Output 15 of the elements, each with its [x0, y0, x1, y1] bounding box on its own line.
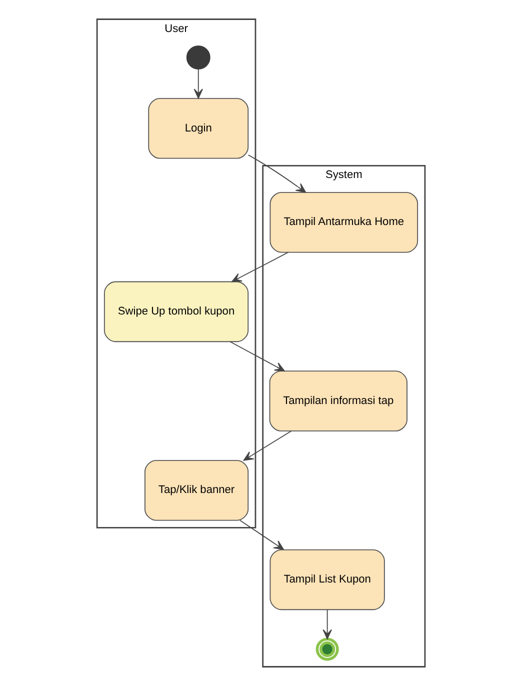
arrow: [194, 68, 203, 99]
arrow: [230, 341, 285, 372]
node-box: Tampil Antarmuka Home: [270, 192, 418, 253]
node-box: Tampil List Kupon: [270, 549, 385, 610]
arrow: [322, 609, 332, 640]
node-box: Swipe Up tombol kupon: [104, 281, 249, 342]
arrow: [243, 430, 292, 461]
arrow: [248, 154, 306, 193]
node-circle: [186, 46, 210, 70]
node-box: Tap/Klik banner: [144, 460, 249, 521]
arrow: [232, 252, 289, 282]
node-box: Login: [148, 98, 249, 159]
node-box: Tampilan informasi tap: [269, 370, 408, 432]
arrow: [240, 520, 284, 550]
node-circle: [316, 638, 339, 661]
